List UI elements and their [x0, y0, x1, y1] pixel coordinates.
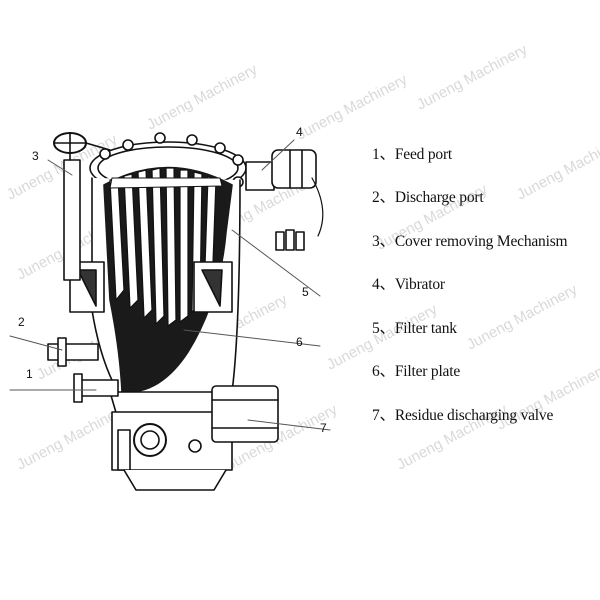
callout-number-7: 7 — [320, 421, 327, 435]
watermark-text: Juneng Machinery — [464, 281, 581, 354]
legend-item-feed-port: 1、Feed port — [372, 146, 453, 163]
callout-number-4: 4 — [296, 125, 303, 139]
callout-number-5: 5 — [302, 285, 309, 299]
filter-plates — [109, 167, 217, 327]
feed-port-pipe — [77, 379, 119, 397]
legend-item-cover-removing-mechanism: 3、Cover removing Mechanism — [372, 233, 568, 250]
legend-item-vibrator: 4、Vibrator — [372, 276, 445, 293]
legend-item-filter-plate: 6、Filter plate — [372, 363, 461, 380]
watermark-text: Juneng Machinery — [294, 71, 411, 144]
vibrator-controller — [275, 229, 305, 251]
callout-number-3: 3 — [32, 149, 39, 163]
callout-number-6: 6 — [296, 335, 303, 349]
valve-handwheel — [133, 423, 167, 457]
watermark-text: Juneng Machinery — [514, 131, 600, 204]
vibrator — [245, 161, 275, 191]
valve-actuator — [211, 385, 279, 443]
watermark-text: Juneng Machinery — [144, 61, 261, 134]
discharge-port-pipe — [47, 343, 99, 361]
legend-item-residue-discharging-valve: 7、Residue discharging valve — [372, 407, 554, 424]
legend-item-filter-tank: 5、Filter tank — [372, 320, 457, 337]
cover-removing-mechanism — [63, 159, 81, 281]
callout-number-2: 2 — [18, 315, 25, 329]
watermark-text: Juneng Machinery — [414, 41, 531, 114]
leader-lines — [9, 139, 331, 431]
callout-numbers: 1 2 3 4 5 6 7 — [18, 125, 327, 435]
legend-item-discharge-port: 2、Discharge port — [372, 189, 484, 206]
callout-number-1: 1 — [26, 367, 33, 381]
